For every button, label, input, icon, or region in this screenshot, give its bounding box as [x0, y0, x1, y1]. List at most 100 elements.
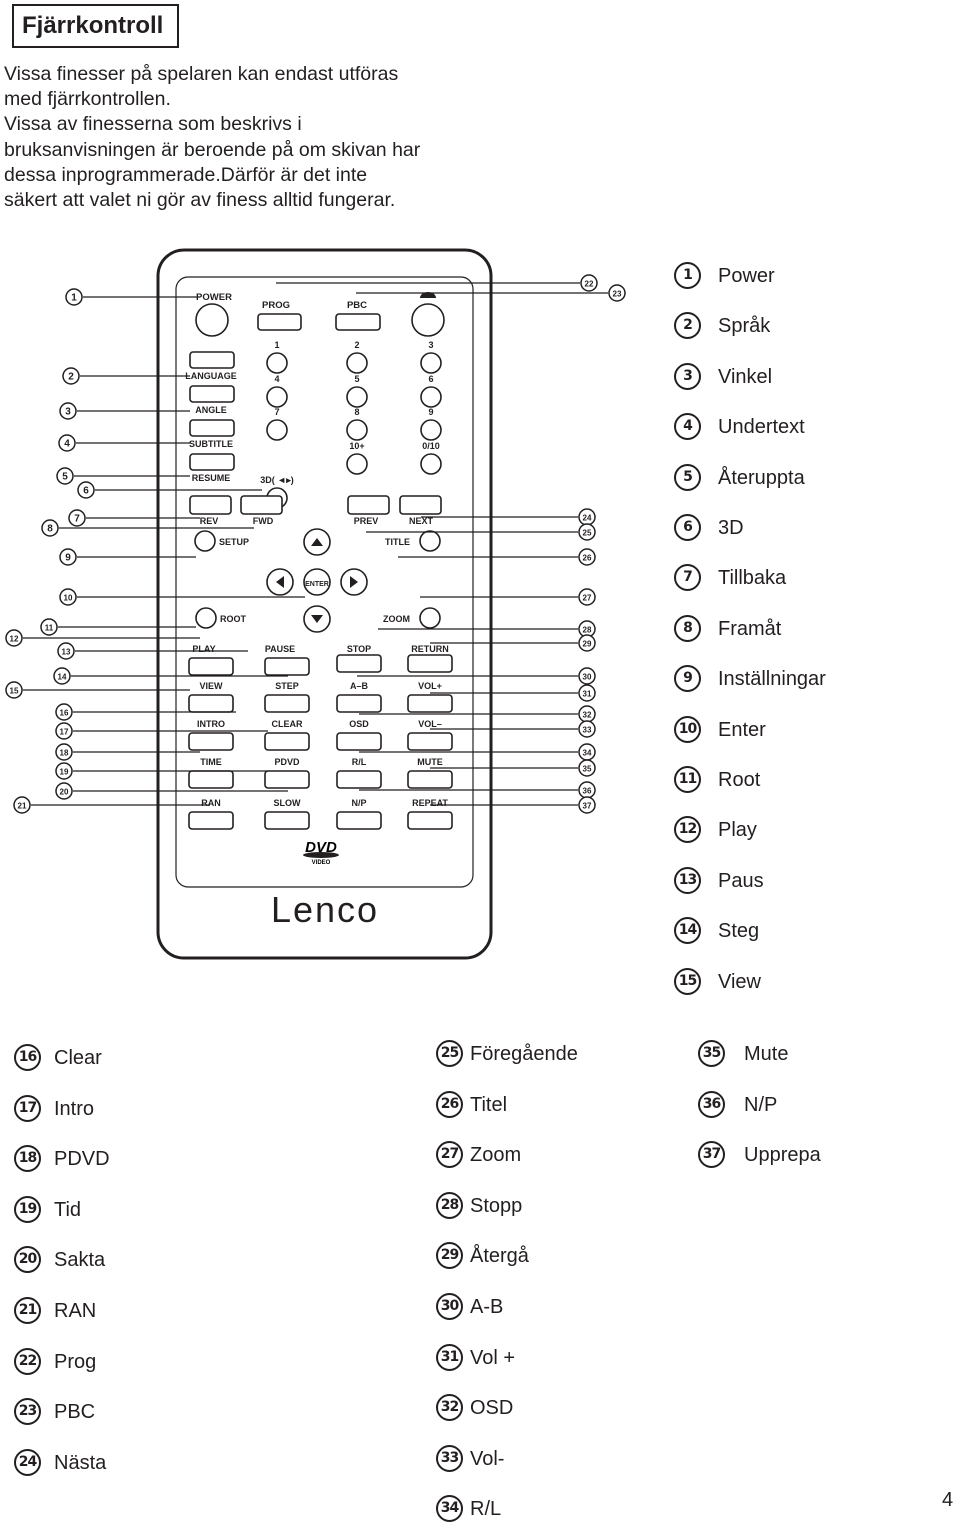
intro-line: Vissa av finesserna som beskrivs i: [4, 113, 302, 136]
prev-button[interactable]: [347, 495, 390, 515]
legend-label: Vinkel: [718, 365, 773, 388]
slow-button[interactable]: [264, 811, 310, 830]
callout-1: 1: [65, 288, 200, 306]
number-n8-button[interactable]: [346, 419, 368, 441]
language-button[interactable]: [189, 351, 235, 369]
callout-marker: [68, 509, 86, 527]
legend-number: 16: [14, 1044, 41, 1071]
legend-label: A-B: [470, 1296, 504, 1318]
eject-button[interactable]: [411, 303, 445, 337]
button-label: R/L: [352, 757, 367, 767]
np-button[interactable]: [336, 811, 382, 830]
callout-24: 24: [421, 508, 596, 526]
ab-button[interactable]: [336, 694, 382, 713]
time-button[interactable]: [188, 770, 234, 789]
clear-button[interactable]: [264, 732, 310, 751]
title-button[interactable]: [419, 530, 441, 552]
ran-button[interactable]: [188, 811, 234, 830]
intro-text: Vissa finesser på spelaren kan endast ut…: [4, 62, 474, 213]
callout-29: 29: [430, 634, 596, 652]
legend-number: 5: [674, 463, 701, 491]
intro-line: bruksanvisningen är beroende på om skiva…: [4, 138, 421, 161]
callout-22: 22: [276, 274, 598, 292]
number-n6-button[interactable]: [420, 386, 442, 408]
osd-button[interactable]: [336, 732, 382, 751]
button-label: STOP: [347, 644, 371, 654]
callout-marker: [578, 634, 596, 652]
mute-button[interactable]: [407, 770, 453, 789]
number-n2-button[interactable]: [346, 352, 368, 374]
stop-button[interactable]: [336, 654, 382, 673]
button-label: 3D( ◄▸): [260, 475, 293, 485]
callout-5: 5: [56, 467, 190, 485]
callout-26: 26: [398, 548, 596, 566]
callout-marker: [59, 402, 77, 420]
legend-label: Undertext: [718, 416, 805, 439]
volminus-button[interactable]: [407, 732, 453, 751]
callout-marker: [57, 642, 75, 660]
enter-button[interactable]: [303, 568, 331, 596]
button-label: NEXT: [409, 516, 434, 526]
callout-marker: [59, 588, 77, 606]
pbc-button[interactable]: [335, 313, 381, 331]
number-n0_10-button[interactable]: [420, 453, 442, 475]
power-button[interactable]: [195, 303, 229, 337]
return-button[interactable]: [407, 654, 453, 673]
callout-marker: [56, 467, 74, 485]
next-button[interactable]: [399, 495, 442, 515]
pause-button[interactable]: [264, 657, 310, 676]
resume-button[interactable]: [189, 453, 235, 471]
view-button[interactable]: [188, 694, 234, 713]
callout-number: 7: [74, 514, 80, 525]
legend-number: 23: [14, 1398, 41, 1426]
callout-number: 16: [60, 709, 69, 718]
callout-27: 27: [420, 588, 596, 606]
button-label: MUTE: [417, 757, 443, 767]
button-label: POWER: [196, 292, 232, 303]
legend-number: 32: [436, 1394, 463, 1422]
remote-panel: [175, 276, 474, 888]
prog-button[interactable]: [257, 313, 302, 331]
number-n9-button[interactable]: [420, 419, 442, 441]
callout-marker: [40, 618, 58, 636]
angle-button[interactable]: [189, 385, 235, 403]
legend-label: Återuppta: [718, 466, 805, 489]
subtitle-button[interactable]: [189, 419, 235, 437]
callout-28: 28: [378, 620, 596, 638]
button-label: REV: [200, 516, 219, 526]
play-button[interactable]: [188, 657, 234, 676]
brand-logo: Lenco: [271, 889, 379, 930]
step-button[interactable]: [264, 694, 310, 713]
legend-number: 15: [674, 967, 701, 995]
legend-number: 2: [674, 312, 701, 340]
number-n7-button[interactable]: [266, 419, 288, 441]
callout-marker: [55, 722, 73, 740]
repeat-button[interactable]: [407, 811, 453, 830]
rl-button[interactable]: [336, 770, 382, 789]
number-n4-button[interactable]: [266, 386, 288, 408]
root-button[interactable]: [195, 607, 217, 629]
volplus-button[interactable]: [407, 694, 453, 713]
intro-button[interactable]: [188, 732, 234, 751]
legend-number: 13: [674, 866, 701, 894]
rev-button[interactable]: [189, 495, 232, 515]
button-label: LANGUAGE: [185, 371, 237, 381]
number-n1-button[interactable]: [266, 352, 288, 374]
callout-marker: [578, 796, 596, 814]
legend-number: 14: [674, 917, 701, 945]
callout-number: 20: [60, 788, 69, 797]
zoom-button[interactable]: [419, 607, 441, 629]
pdvd-button[interactable]: [264, 770, 310, 789]
number-n3-button[interactable]: [420, 352, 442, 374]
legend-label: Tid: [54, 1198, 82, 1221]
number-n10plus-button[interactable]: [346, 453, 368, 475]
callout-number: 27: [583, 594, 592, 603]
number-n5-button[interactable]: [346, 386, 368, 408]
button-label: PLAY: [192, 644, 215, 654]
fwd-button[interactable]: [240, 495, 283, 515]
callout-number: 36: [583, 787, 592, 796]
callout-32: 32: [359, 705, 596, 723]
legend-number: 3: [674, 362, 701, 390]
setup-button[interactable]: [194, 530, 216, 552]
